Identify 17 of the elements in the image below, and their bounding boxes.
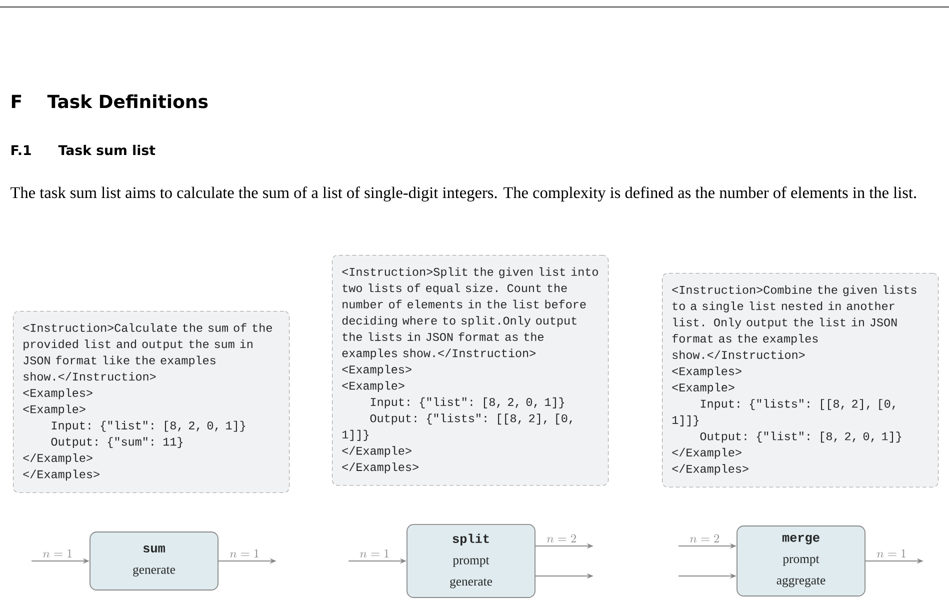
section-heading: Task Definitions <box>47 94 208 108</box>
edge-label: $n=1$ <box>875 548 908 559</box>
prompt-box: <Instruction>Calculate the sum of the provided list and output the sum in JSON format like the examples show.</Instruction> <Examples> <Example> Input: {"list": [8, 2, 0, 1]} Output: {"sum": 11} </Example> </Examples> <box>13 310 290 493</box>
process-box: split prompt generate <box>406 524 536 598</box>
edge-label: $n=2$ <box>688 533 721 544</box>
section-number: F <box>12 94 22 108</box>
edge-label: $n=1$ <box>358 548 391 559</box>
prompt-box: <Instruction>Split the given list into two lists of equal size. Count the number of elements in the list before deciding where to split.Only output the lists in JSON format as the examples show.</Instruction> <Examples> <Example> Input: {"list": [8, 2, 0, 1]} Output: {"lists": [[8, 2], [0, 1]]} </Example> </Examples> <box>332 254 609 486</box>
subsection-number: F.1 <box>12 145 31 155</box>
edge-label: $n=1$ <box>41 548 74 559</box>
edge-label: $n=1$ <box>228 548 261 559</box>
edge-label: $n=2$ <box>545 533 578 544</box>
paragraph: The task sum list aims to calculate the sum of a list of single-digit integers. The complexity is defined as the number of elements in the list. <box>10 186 916 202</box>
prompt-box: <Instruction>Combine the given lists to a single list nested in another list. Only output the list in JSON format as the examples show.</Instruction> <Examples> <Example> Input: {"lists": [[8, 2], [0, 1]]} Output: {"list": [8, 2, 0, 1]} </Example> </Examples> <box>662 273 939 488</box>
process-box: merge prompt aggregate <box>736 526 866 596</box>
process-box: sum generate <box>90 532 218 590</box>
subsection-heading: Task sum list <box>58 144 156 156</box>
